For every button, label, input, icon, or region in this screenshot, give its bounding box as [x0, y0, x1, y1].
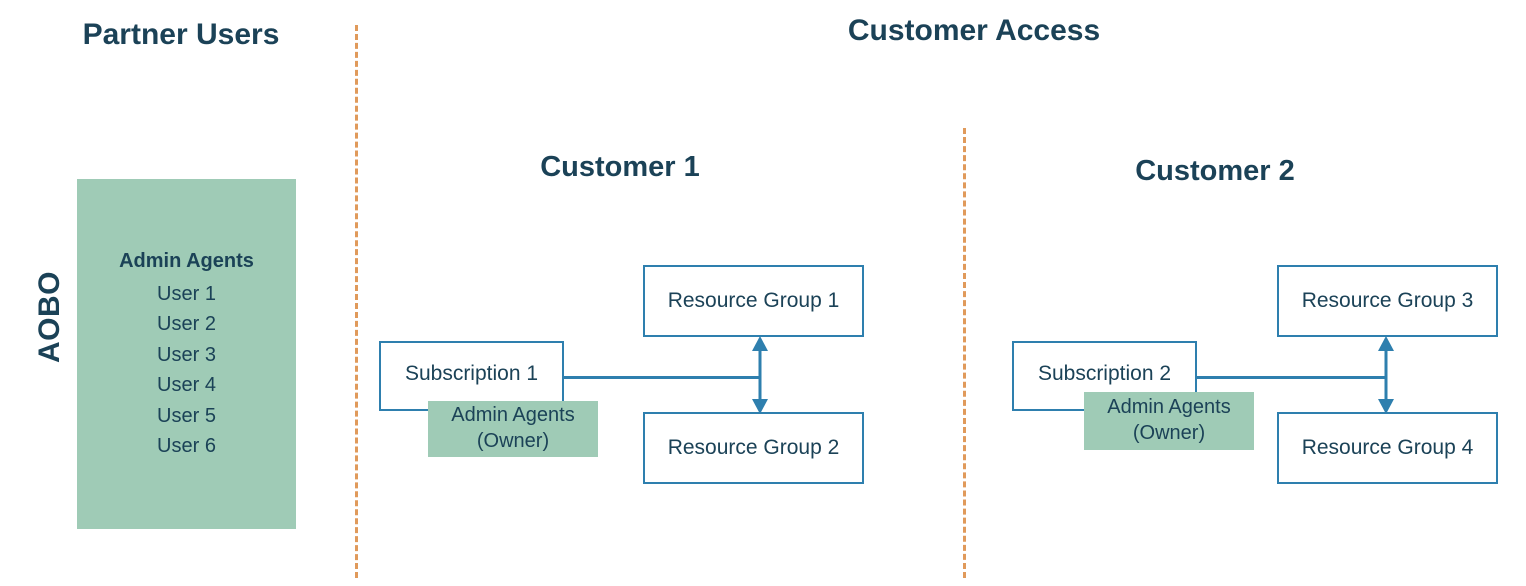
customer-1-title: Customer 1: [540, 151, 700, 183]
subscription-1-label: Subscription 1: [404, 362, 539, 386]
chip-line-2: (Owner): [476, 430, 550, 452]
resource-group-3-label: Resource Group 3: [1301, 289, 1474, 313]
partner-panel-user: User 4: [157, 374, 216, 397]
subscription-1-box: Subscription 1: [379, 341, 564, 411]
partner-panel-user: User 3: [157, 343, 216, 366]
resource-group-1-2-double-arrow-icon: [748, 336, 772, 414]
resource-group-3-4-double-arrow-icon: [1374, 336, 1398, 414]
section-divider-left: [355, 25, 358, 578]
resource-group-4-box: Resource Group 4: [1277, 412, 1498, 484]
resource-group-4-label: Resource Group 4: [1301, 436, 1474, 460]
partner-panel-user: User 6: [157, 434, 216, 457]
customer-access-heading: Customer Access: [847, 14, 1101, 47]
resource-group-2-label: Resource Group 2: [667, 436, 840, 460]
partner-panel-heading: Admin Agents: [119, 250, 254, 272]
subscription-2-admin-agents-chip: Admin Agents (Owner): [1084, 392, 1254, 450]
resource-group-1-label: Resource Group 1: [667, 289, 840, 313]
partner-panel-user: User 1: [157, 283, 216, 305]
chip-line-1: Admin Agents: [451, 404, 575, 427]
customer-2-title: Customer 2: [1135, 155, 1295, 187]
partner-panel-user: User 2: [157, 313, 216, 336]
partner-admin-agents-panel: Admin Agents User 1 User 2 User 3 User 4…: [77, 179, 296, 529]
subscription-1-admin-agents-chip: Admin Agents (Owner): [428, 401, 598, 457]
partner-panel-user: User 5: [157, 404, 216, 427]
section-divider-right: [963, 128, 966, 578]
resource-group-1-box: Resource Group 1: [643, 265, 864, 337]
chip-line-1: Admin Agents: [1107, 396, 1231, 419]
subscription-1-connector-line: [562, 376, 761, 379]
partner-users-heading: Partner Users: [82, 18, 280, 51]
chip-line-2: (Owner): [1132, 422, 1206, 444]
aobo-side-label: AOBO: [33, 271, 66, 363]
resource-group-2-box: Resource Group 2: [643, 412, 864, 484]
subscription-2-label: Subscription 2: [1037, 362, 1172, 386]
resource-group-3-box: Resource Group 3: [1277, 265, 1498, 337]
subscription-2-connector-line: [1195, 376, 1385, 379]
